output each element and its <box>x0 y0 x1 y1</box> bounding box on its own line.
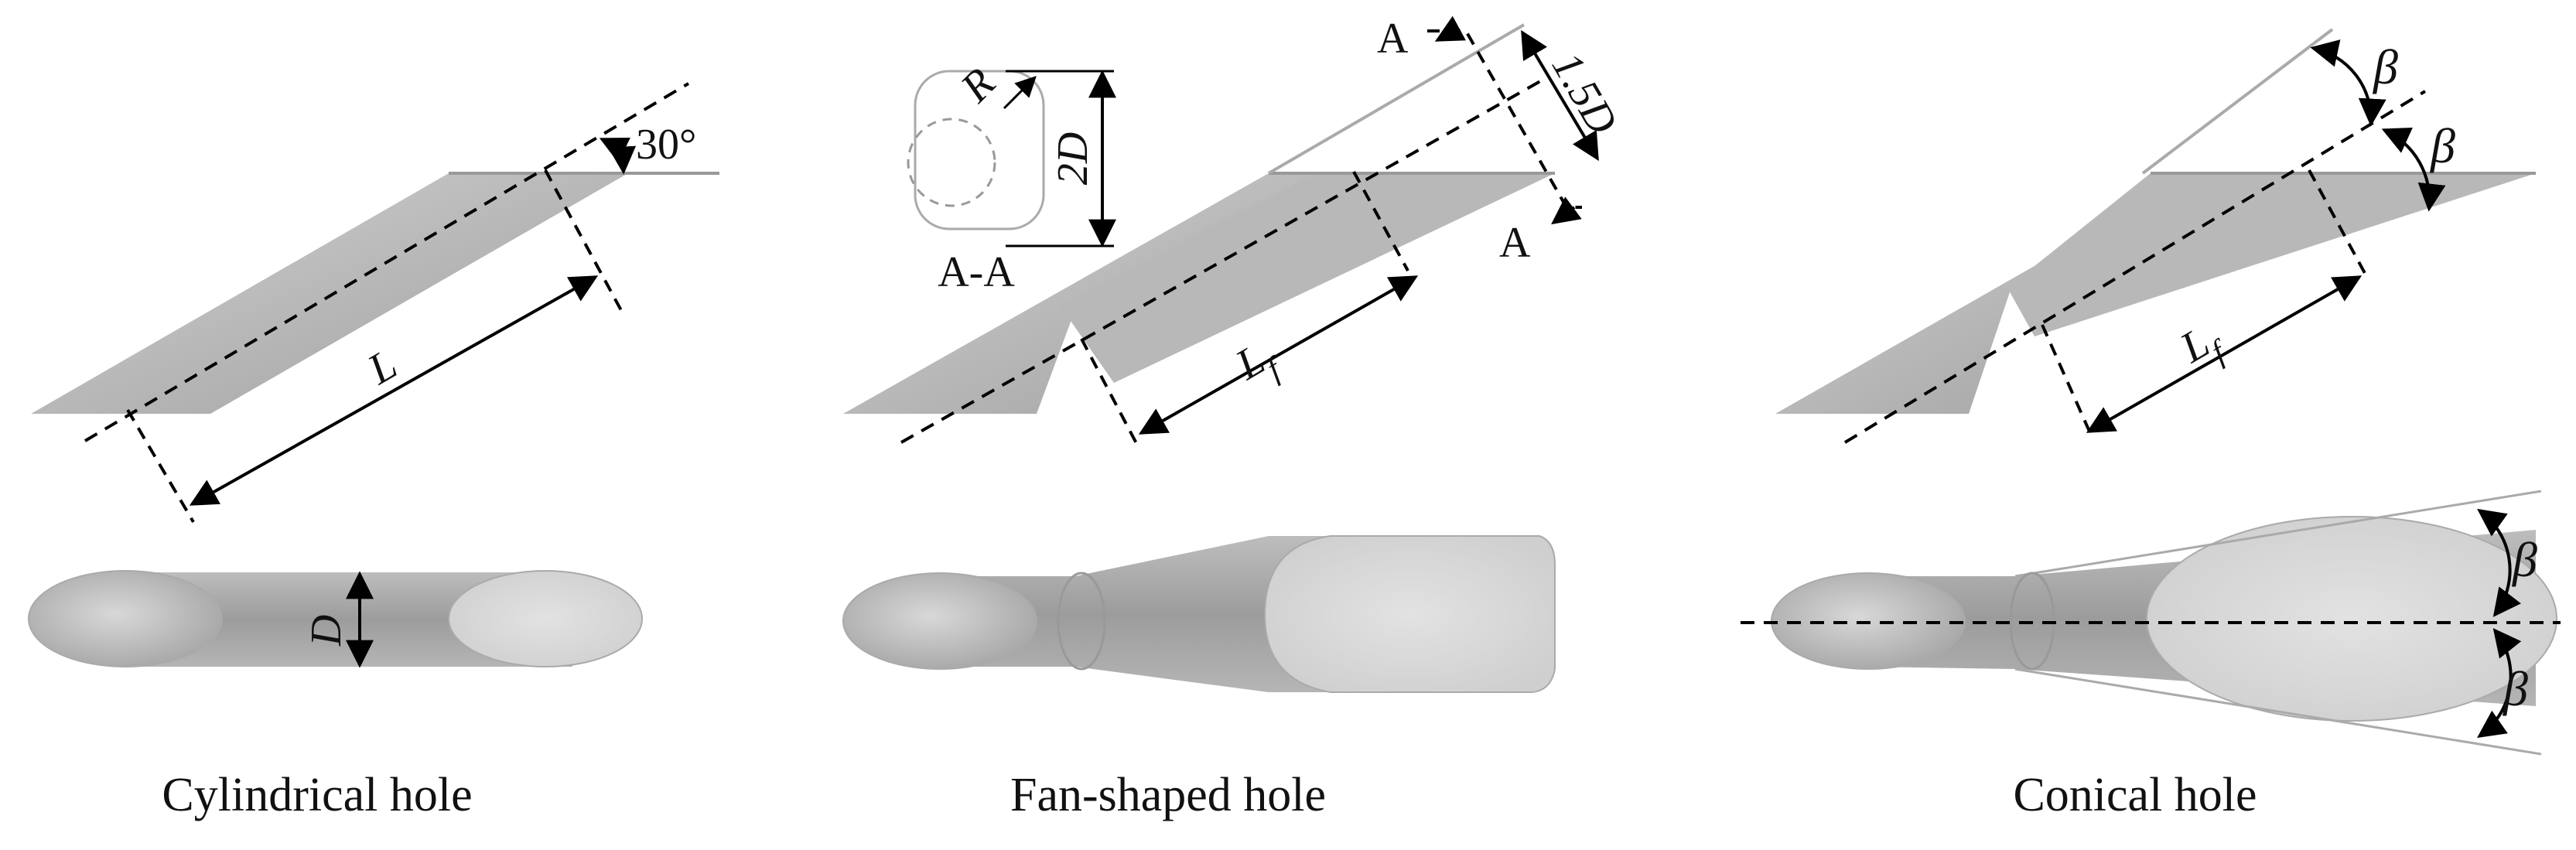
conical-beta-arc-bottom <box>2477 628 2522 739</box>
cylindrical-extension-right <box>544 169 624 314</box>
fan-section-circle <box>907 118 996 207</box>
cylindrical-length-label: L <box>360 340 405 394</box>
panel-fan: Lf A A 1.5D R 2D A-A Fan-shaped hole <box>842 15 1627 821</box>
conical-edge-lower <box>2014 667 2542 756</box>
fan-junction-ellipse <box>1057 572 1106 671</box>
fan-section-outline <box>914 70 1045 230</box>
conical-beta-label-upper: β <box>2372 39 2398 94</box>
conical-edge-upper <box>2014 490 2542 578</box>
fan-cut-arrow-top <box>1434 15 1467 42</box>
cylindrical-outlet-ellipse <box>448 570 643 667</box>
fan-top-outlet <box>1263 535 1556 693</box>
fan-cut-label-top: A <box>1377 15 1409 63</box>
fan-centerline <box>900 76 1548 444</box>
fan-radius-line <box>1003 76 1037 110</box>
cylindrical-extension-left <box>126 408 195 524</box>
fan-length-label: Lf <box>1228 329 1290 399</box>
cylindrical-centerline <box>84 82 690 442</box>
fan-caption: Fan-shaped hole <box>1010 769 1326 821</box>
fan-height-label: 2D <box>1049 132 1097 185</box>
cylindrical-inlet-ellipse <box>28 570 223 667</box>
conical-side-diffuser <box>2007 173 2536 336</box>
cylindrical-length-dim <box>189 275 599 506</box>
cylindrical-side-body <box>31 173 628 414</box>
fan-width-dim <box>1521 29 1599 162</box>
cylindrical-caption: Cylindrical hole <box>162 769 472 821</box>
conical-beta-arc-upper <box>2310 39 2386 127</box>
fan-width-label: 1.5D <box>1543 45 1627 143</box>
conical-length-dim <box>2086 275 2362 433</box>
conical-beta-arc-lower <box>2381 128 2446 212</box>
conical-upper-surface-line <box>2141 28 2334 175</box>
fan-length-dim <box>1138 275 1419 435</box>
conical-caption: Conical hole <box>2013 769 2257 821</box>
conical-beta-label-bottom: β <box>2502 661 2528 716</box>
conical-beta-arc-top <box>2477 508 2521 617</box>
conical-beta-label-lower: β <box>2429 118 2455 173</box>
cylindrical-diameter-label: D <box>302 615 350 647</box>
conical-outlet-ellipse <box>2146 516 2557 722</box>
conical-beta-label-top: β <box>2511 532 2537 587</box>
fan-side-diffuser <box>1060 173 1555 383</box>
fan-upper-surface-line <box>1267 23 1525 175</box>
conical-length-label: Lf <box>2172 312 2235 382</box>
conical-centerline <box>1843 90 2427 444</box>
fan-extension-right <box>1352 171 1409 271</box>
cylindrical-angle-label: 30° <box>636 121 696 169</box>
panel-cylindrical: L 30° D Cylindrical hole <box>28 82 719 821</box>
fan-cut-label-bottom: A <box>1499 219 1531 267</box>
fan-cut-arrow-bottom <box>1551 196 1582 225</box>
fan-inlet-ellipse <box>842 572 1037 670</box>
conical-extension-left <box>2041 324 2092 434</box>
cylindrical-angle-arc <box>599 138 637 175</box>
panel-conical: Lf β β β β Conical hole <box>1741 28 2561 821</box>
fan-section-label: A-A <box>938 248 1015 296</box>
